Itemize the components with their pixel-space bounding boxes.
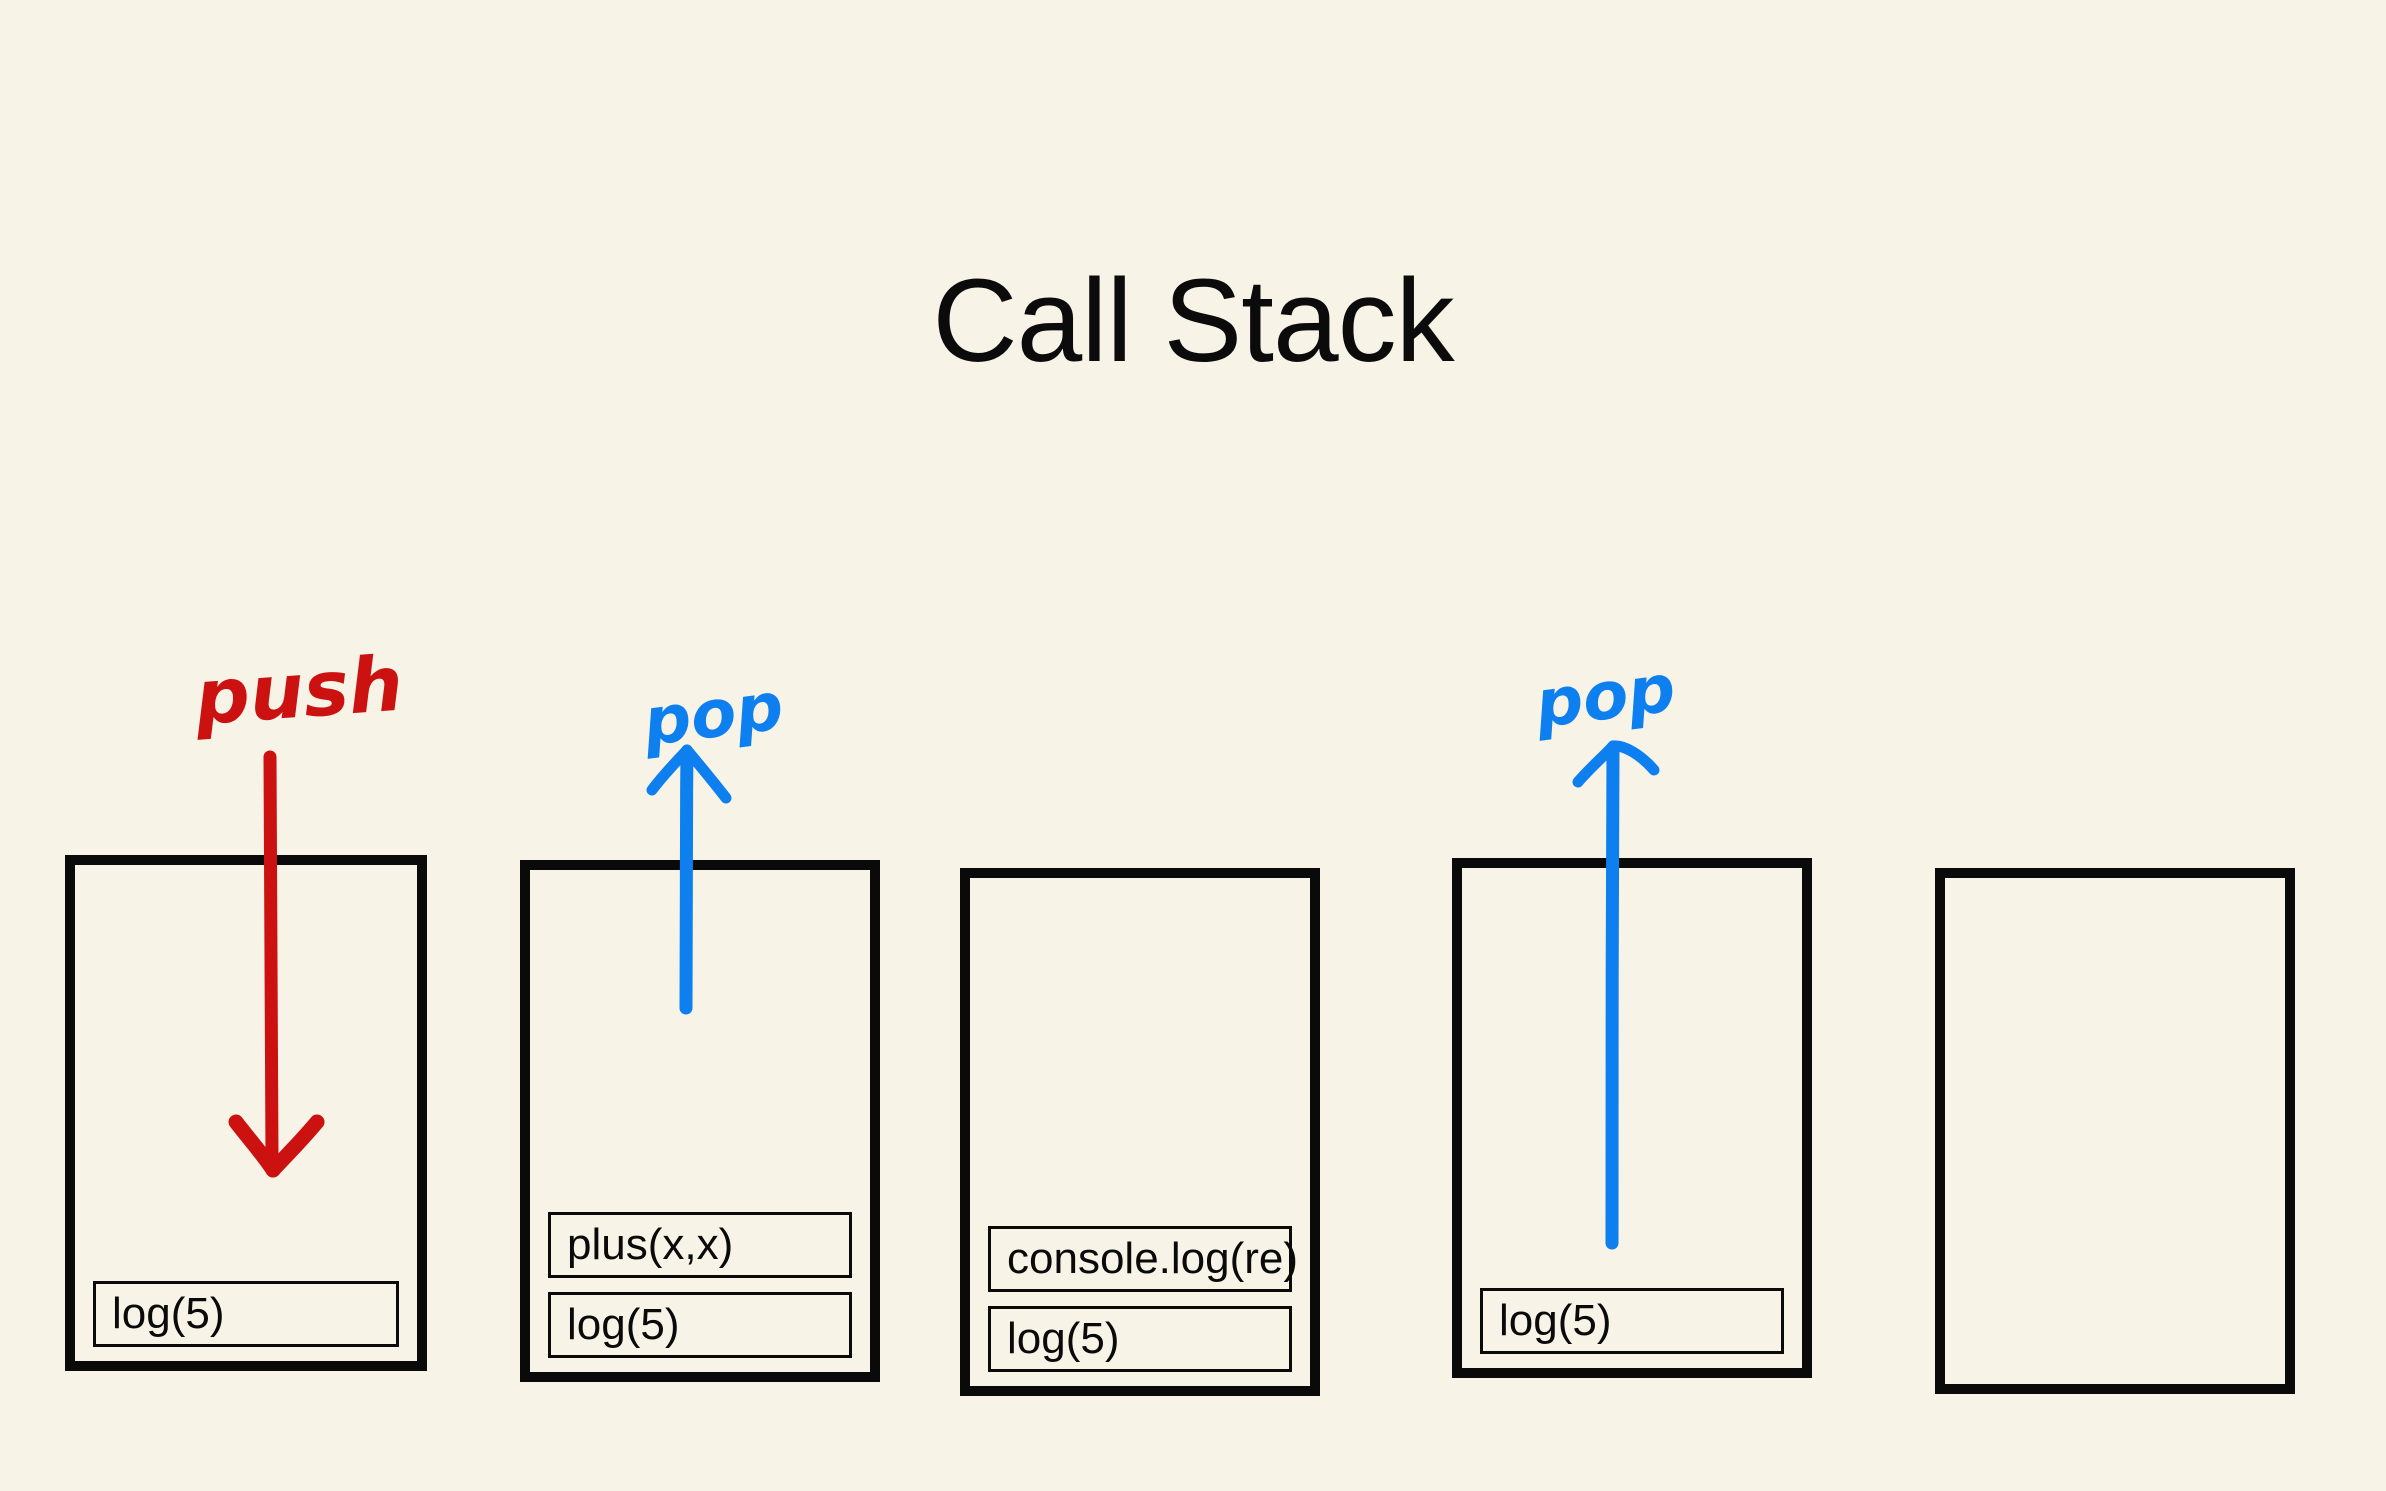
call-cell[interactable]: log(5): [93, 1281, 399, 1347]
call-cell-label: log(5): [112, 1289, 225, 1338]
push-annotation-1: push: [192, 638, 406, 742]
call-cell-label: plus(x,x): [567, 1220, 734, 1269]
stack-frame-3-cells: console.log(re) log(5): [970, 1226, 1310, 1372]
stack-frame-2: plus(x,x) log(5): [520, 860, 880, 1382]
stack-frame-2-cells: plus(x,x) log(5): [530, 1212, 870, 1358]
call-cell[interactable]: log(5): [1480, 1288, 1784, 1354]
stack-frame-4-cells: log(5): [1462, 1288, 1802, 1354]
stack-frame-1-cells: log(5): [75, 1281, 417, 1347]
call-cell[interactable]: console.log(re): [988, 1226, 1298, 1292]
call-cell-label: console.log(re): [1007, 1234, 1299, 1283]
call-cell[interactable]: plus(x,x): [548, 1212, 852, 1278]
call-cell-label: log(5): [1499, 1296, 1612, 1345]
stack-frame-1: log(5): [65, 855, 427, 1371]
pop-annotation-4: pop: [1531, 649, 1680, 743]
call-cell-label: log(5): [1007, 1314, 1120, 1363]
pop-annotation-2: pop: [639, 667, 788, 761]
call-cell[interactable]: log(5): [548, 1292, 852, 1358]
page-title: Call Stack: [932, 255, 1454, 387]
stack-frame-4: log(5): [1452, 858, 1812, 1378]
stack-frame-3: console.log(re) log(5): [960, 868, 1320, 1396]
call-cell[interactable]: log(5): [988, 1306, 1292, 1372]
stack-frame-5: [1935, 868, 2295, 1394]
call-cell-label: log(5): [567, 1300, 680, 1349]
